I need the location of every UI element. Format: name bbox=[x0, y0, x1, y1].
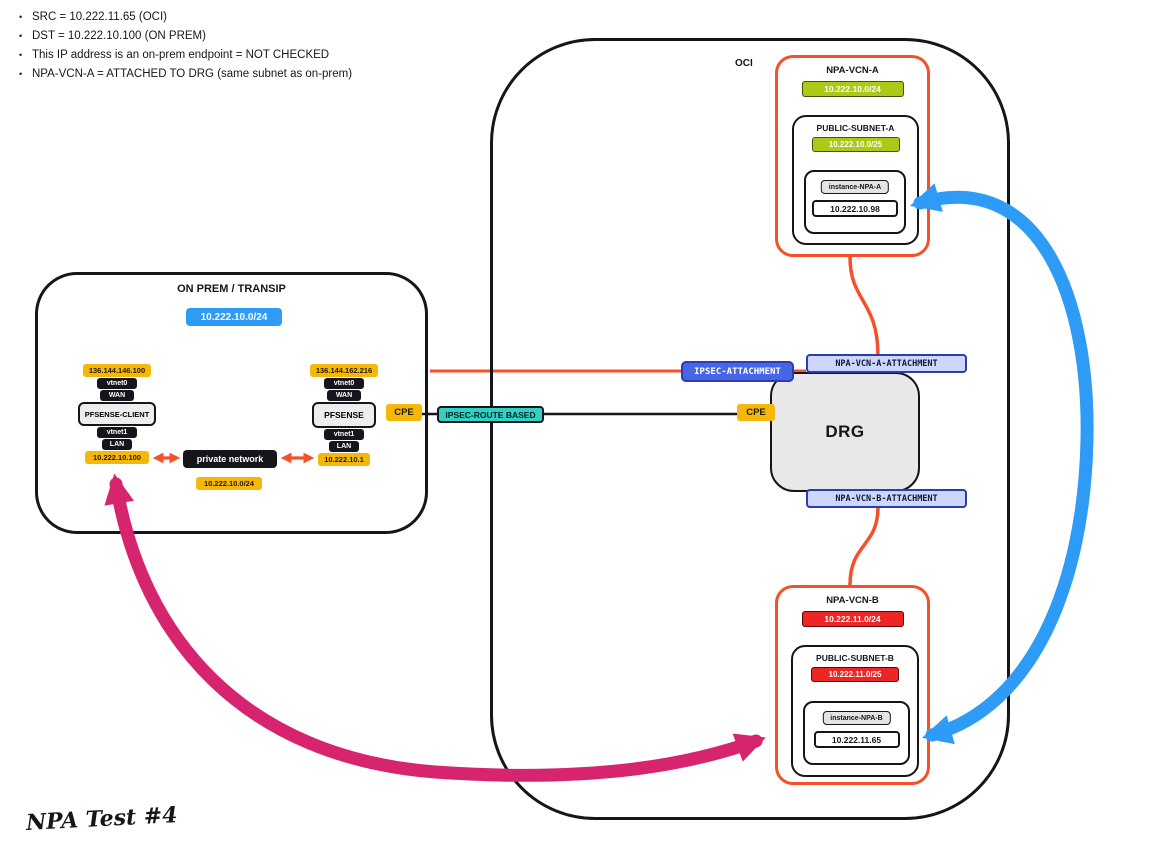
gateway-vtnet0-chip: vtnet0 bbox=[324, 378, 364, 389]
oci-label: OCI bbox=[735, 58, 753, 69]
note-item: NPA-VCN-A = ATTACHED TO DRG (same subnet… bbox=[18, 65, 352, 84]
diagram-caption: NPA Test #4 bbox=[25, 802, 179, 836]
cpe-badge-left: CPE bbox=[386, 404, 422, 421]
vcn-b-cidr-badge: 10.222.11.0/24 bbox=[801, 611, 904, 627]
private-network-label: private network bbox=[183, 450, 277, 468]
note-item: SRC = 10.222.11.65 (OCI) bbox=[18, 8, 352, 27]
vcn-a-cidr-badge: 10.222.10.0/24 bbox=[801, 81, 904, 97]
pfsense-node: PFSENSE bbox=[312, 402, 376, 428]
vcn-b-attachment-badge: NPA-VCN-B-ATTACHMENT bbox=[806, 489, 967, 508]
client-lan-ip-badge: 10.222.10.100 bbox=[85, 451, 149, 464]
subnet-a-title: PUBLIC-SUBNET-A bbox=[816, 123, 895, 133]
instance-npa-a-chip: instance-NPA-A bbox=[820, 180, 890, 194]
note-item: DST = 10.222.10.100 (ON PREM) bbox=[18, 27, 352, 46]
ipsec-route-based-badge: IPSEC-ROUTE BASED bbox=[437, 406, 544, 423]
public-subnet-a-box: PUBLIC-SUBNET-A 10.222.10.0/25 instance-… bbox=[792, 115, 919, 245]
client-vtnet0-chip: vtnet0 bbox=[97, 378, 137, 389]
oci-box bbox=[490, 38, 1010, 820]
note-item: This IP address is an on-prem endpoint =… bbox=[18, 46, 352, 65]
drg-node: DRG bbox=[770, 372, 920, 492]
client-vtnet1-chip: vtnet1 bbox=[97, 427, 137, 438]
instance-npa-b-ip: 10.222.11.65 bbox=[813, 731, 900, 748]
private-network-cidr-badge: 10.222.10.0/24 bbox=[196, 477, 262, 490]
ipsec-attachment-badge: IPSEC-ATTACHMENT bbox=[681, 361, 794, 382]
pfsense-stack: 136.144.162.216 vtnet0 WAN PFSENSE vtnet… bbox=[305, 364, 383, 466]
gateway-wan-ip-badge: 136.144.162.216 bbox=[310, 364, 378, 377]
client-lan-chip: LAN bbox=[102, 439, 132, 450]
gateway-wan-chip: WAN bbox=[327, 390, 361, 401]
subnet-b-cidr-badge: 10.222.11.0/25 bbox=[811, 667, 899, 682]
vcn-b-title: NPA-VCN-B bbox=[826, 595, 879, 606]
subnet-b-title: PUBLIC-SUBNET-B bbox=[816, 653, 894, 663]
client-wan-ip-badge: 136.144.146.100 bbox=[83, 364, 151, 377]
onprem-title: ON PREM / TRANSIP bbox=[177, 283, 286, 295]
vcn-a-title: NPA-VCN-A bbox=[826, 65, 879, 76]
instance-npa-b-chip: instance-NPA-B bbox=[822, 711, 891, 725]
client-wan-chip: WAN bbox=[100, 390, 134, 401]
notes-list: SRC = 10.222.11.65 (OCI) DST = 10.222.10… bbox=[18, 8, 352, 84]
pfsense-client-stack: 136.144.146.100 vtnet0 WAN PFSENSE-CLIEN… bbox=[78, 364, 156, 464]
subnet-a-cidr-badge: 10.222.10.0/25 bbox=[811, 137, 900, 152]
instance-npa-a-box: instance-NPA-A 10.222.10.98 bbox=[804, 170, 906, 234]
npa-vcn-b-box: NPA-VCN-B 10.222.11.0/24 PUBLIC-SUBNET-B… bbox=[775, 585, 930, 785]
pfsense-client-node: PFSENSE-CLIENT bbox=[78, 402, 156, 426]
gateway-vtnet1-chip: vtnet1 bbox=[324, 429, 364, 440]
instance-npa-a-ip: 10.222.10.98 bbox=[812, 200, 898, 217]
onprem-cidr-badge: 10.222.10.0/24 bbox=[186, 308, 282, 326]
instance-npa-b-box: instance-NPA-B 10.222.11.65 bbox=[803, 701, 910, 765]
vcn-a-attachment-badge: NPA-VCN-A-ATTACHMENT bbox=[806, 354, 967, 373]
cpe-badge-right: CPE bbox=[737, 404, 775, 421]
npa-vcn-a-box: NPA-VCN-A 10.222.10.0/24 PUBLIC-SUBNET-A… bbox=[775, 55, 930, 257]
public-subnet-b-box: PUBLIC-SUBNET-B 10.222.11.0/25 instance-… bbox=[791, 645, 919, 777]
gateway-lan-ip-badge: 10.222.10.1 bbox=[318, 453, 370, 466]
gateway-lan-chip: LAN bbox=[329, 441, 359, 452]
